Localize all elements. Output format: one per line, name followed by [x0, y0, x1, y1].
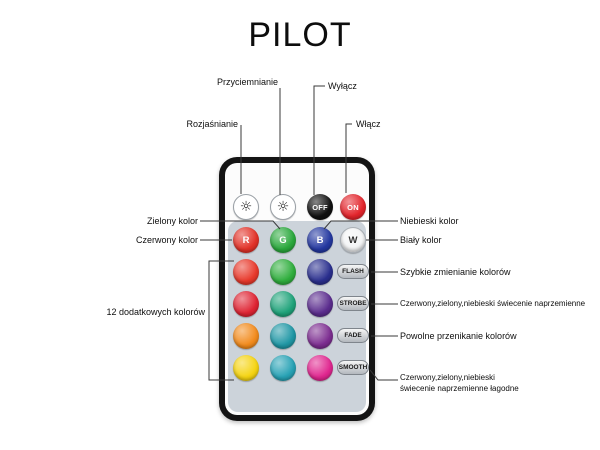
- label-blue: Niebieski kolor: [400, 216, 459, 226]
- label-flash: Szybkie zmienianie kolorów: [400, 267, 511, 277]
- label-bright: Rozjaśnianie: [186, 119, 238, 129]
- label-green: Zielony kolor: [146, 216, 198, 226]
- label-smooth: Czerwony,zielony,niebieski świecenie nap…: [400, 373, 519, 393]
- flash-button[interactable]: FLASH: [337, 264, 369, 279]
- off-button[interactable]: OFF: [307, 194, 333, 220]
- sun-bright-icon: ☼: [239, 199, 253, 215]
- label-dim: Przyciemnianie: [216, 77, 278, 87]
- green-key-button[interactable]: G: [270, 227, 296, 253]
- button-pad: [228, 221, 366, 412]
- color-button[interactable]: [270, 355, 296, 381]
- color-button[interactable]: [270, 323, 296, 349]
- dim-button[interactable]: ☼: [270, 194, 296, 220]
- color-button[interactable]: [233, 355, 259, 381]
- color-button[interactable]: [307, 355, 333, 381]
- sun-dim-icon: ☼: [276, 199, 290, 215]
- color-button[interactable]: [233, 291, 259, 317]
- fade-button[interactable]: FADE: [337, 328, 369, 343]
- color-button[interactable]: [307, 291, 333, 317]
- label-white: Biały kolor: [400, 235, 442, 245]
- white-key-button[interactable]: W: [340, 227, 366, 253]
- brighten-button[interactable]: ☼: [233, 194, 259, 220]
- label-strobe: Czerwony,zielony,niebieski świecenie nap…: [400, 299, 586, 308]
- label-red: Czerwony kolor: [135, 235, 198, 245]
- label-12-colors: 12 dodatkowych kolorów: [106, 307, 205, 317]
- blue-key-button[interactable]: B: [307, 227, 333, 253]
- label-on: Włącz: [356, 119, 381, 129]
- label-off: Wyłącz: [328, 81, 357, 91]
- color-button[interactable]: [307, 259, 333, 285]
- on-button[interactable]: ON: [340, 194, 366, 220]
- strobe-button[interactable]: STROBE: [337, 296, 369, 311]
- color-button[interactable]: [233, 259, 259, 285]
- color-button[interactable]: [270, 259, 296, 285]
- color-button[interactable]: [307, 323, 333, 349]
- color-button[interactable]: [270, 291, 296, 317]
- red-key-button[interactable]: R: [233, 227, 259, 253]
- page-title: PILOT: [248, 16, 352, 54]
- smooth-button[interactable]: SMOOTH: [337, 360, 369, 375]
- color-button[interactable]: [233, 323, 259, 349]
- label-fade: Powolne przenikanie kolorów: [400, 331, 517, 341]
